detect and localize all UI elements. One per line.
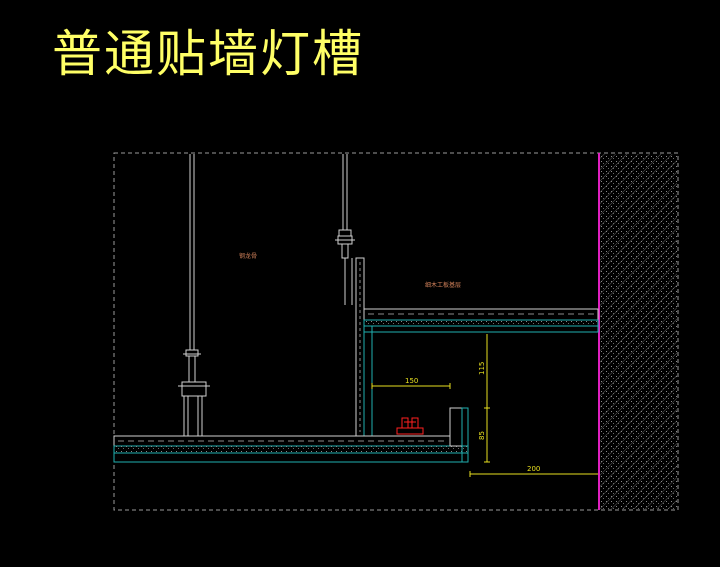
trough-lip — [449, 407, 469, 463]
lower-ceiling-board — [113, 435, 469, 463]
dimension-lines — [371, 334, 598, 477]
hanger-rod-left — [178, 154, 210, 437]
concrete-wall — [598, 153, 677, 510]
lamp-fixture — [396, 417, 424, 435]
note-base-board: 细木工板基层 — [425, 281, 461, 289]
trough-fascia — [355, 257, 373, 437]
dimension-150: 150 — [405, 377, 418, 385]
hanger-rod-right — [335, 154, 355, 305]
drawing-title: 普通贴墙灯槽 — [52, 25, 364, 83]
dimension-115: 115 — [478, 362, 486, 375]
dimension-200: 200 — [527, 465, 540, 473]
dimension-85: 85 — [478, 431, 486, 440]
drawing-frame — [113, 152, 679, 511]
upper-ceiling-board — [363, 308, 599, 333]
note-steel-keel: 钢龙骨 — [239, 252, 257, 260]
